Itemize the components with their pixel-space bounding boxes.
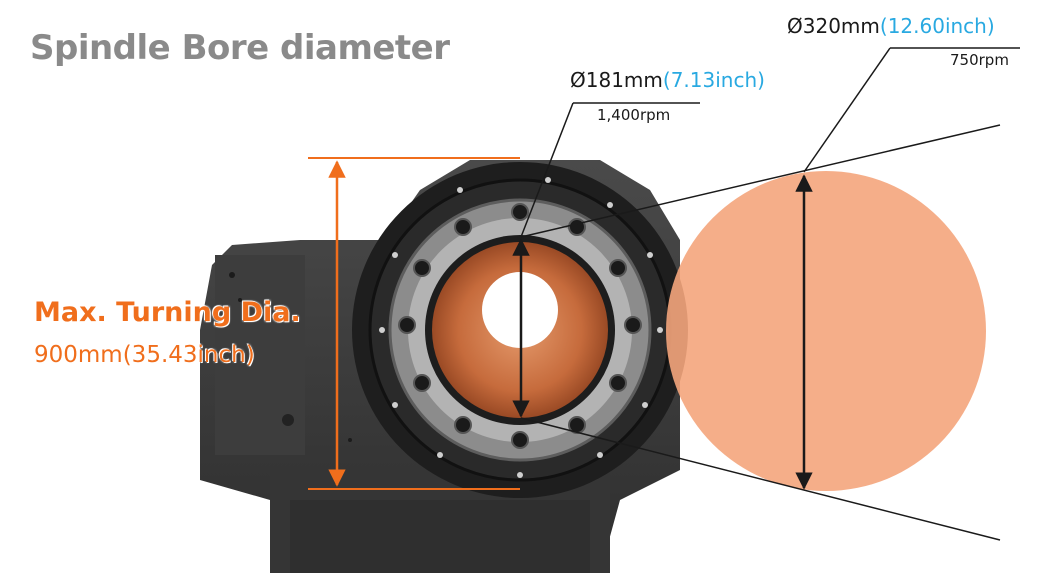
small-bolt-holes [379, 177, 663, 478]
large-bore-label: Ø320mm(12.60inch) [787, 14, 995, 38]
projection-lines [520, 47, 1020, 541]
turning-diameter-value: 900mm(35.43inch) [34, 342, 255, 368]
large-bore-circle [666, 171, 986, 491]
large-bore-inch: (12.60inch) [879, 14, 995, 38]
small-bore-rpm: 1,400rpm [597, 106, 671, 124]
small-bore-label: Ø181mm(7.13inch) [570, 68, 765, 92]
large-bore-rpm: 750rpm [950, 51, 1009, 69]
page-title: Spindle Bore diameter [30, 28, 450, 68]
small-bore-diameter: Ø181mm [570, 68, 663, 92]
turning-diameter-label: Max. Turning Dia. [34, 297, 301, 328]
bolt-holes [398, 203, 642, 449]
large-bore-diameter: Ø320mm [787, 14, 880, 38]
turning-diameter-guides [308, 157, 520, 490]
small-bore-inch: (7.13inch) [662, 68, 765, 92]
